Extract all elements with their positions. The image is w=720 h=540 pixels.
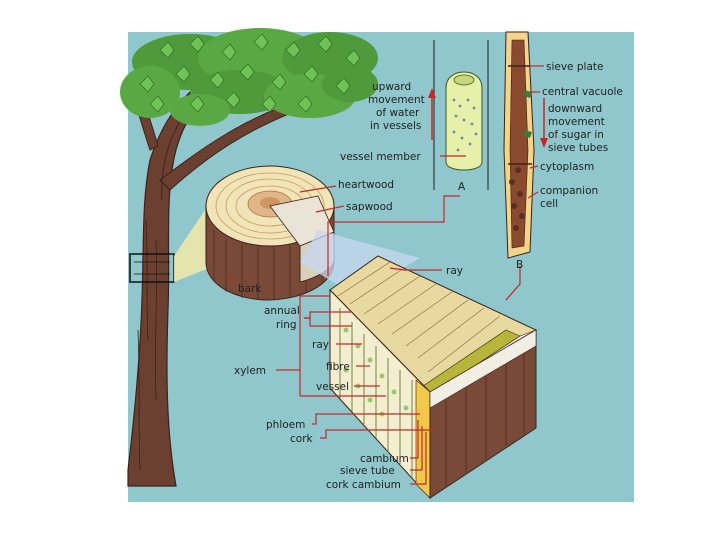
- label-upward-3: of water: [376, 107, 420, 119]
- label-cork-cambium: cork cambium: [326, 479, 401, 491]
- label-ray-mid: ray: [312, 339, 329, 351]
- label-heartwood: heartwood: [338, 179, 394, 191]
- tree-illustration: [120, 28, 378, 487]
- label-bark: bark: [238, 283, 262, 295]
- label-annual-2: ring: [276, 319, 297, 331]
- label-upward-4: in vessels: [370, 120, 421, 132]
- log-cross-section: [205, 165, 335, 301]
- label-downward-4: sieve tubes: [548, 142, 608, 154]
- label-vessel-member: vessel member: [340, 151, 421, 163]
- xylem-cells: [343, 327, 409, 417]
- label-upward-2: movement: [368, 94, 425, 106]
- label-sieve-tube: sieve tube: [340, 465, 395, 477]
- label-central-vacuole: central vacuole: [542, 86, 623, 98]
- bark-texture: [137, 117, 183, 471]
- label-cytoplasm: cytoplasm: [540, 161, 594, 173]
- label-cork: cork: [290, 433, 314, 445]
- vessel-member-illustration: [428, 40, 489, 190]
- label-xylem: xylem: [234, 365, 266, 377]
- label-downward-1: downward: [548, 103, 602, 115]
- label-annual-1: annual: [264, 305, 300, 317]
- leaf-details: [139, 33, 361, 113]
- label-fibre: fibre: [326, 361, 350, 373]
- label-vessel: vessel: [316, 381, 349, 393]
- label-sapwood: sapwood: [346, 201, 393, 213]
- sieve-tube-illustration: [503, 31, 548, 259]
- label-letter-a: A: [458, 181, 466, 193]
- label-ray-top: ray: [446, 265, 463, 277]
- tree-canopy: [120, 28, 378, 126]
- xylem-vessels: [339, 308, 413, 478]
- label-cambium: cambium: [360, 453, 409, 465]
- projection-beam: [300, 230, 420, 296]
- label-sieve-plate: sieve plate: [546, 61, 603, 73]
- label-downward-2: movement: [548, 116, 605, 128]
- label-letter-b: B: [516, 259, 523, 271]
- label-companion-2: cell: [540, 198, 558, 210]
- leader-lines: [225, 65, 544, 485]
- label-phloem: phloem: [266, 419, 305, 431]
- label-companion-1: companion: [540, 185, 598, 197]
- label-upward-1: upward: [372, 81, 411, 93]
- label-downward-3: of sugar in: [548, 129, 604, 141]
- wood-block: [329, 255, 538, 500]
- labels: sieve plate central vacuole downward mov…: [234, 61, 623, 491]
